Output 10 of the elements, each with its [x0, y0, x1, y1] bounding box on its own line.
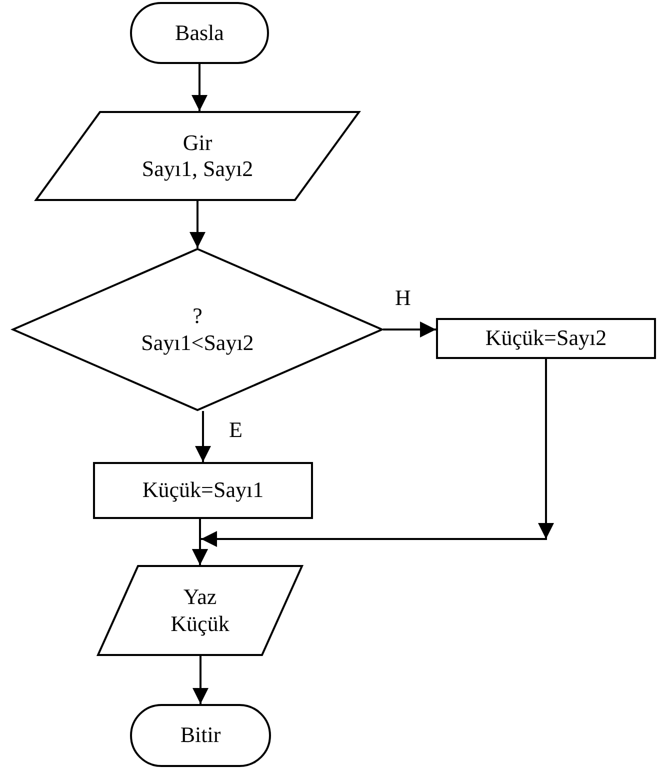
- node-text: Küçük: [170, 610, 230, 637]
- node-text: Sayı1<Sayı2: [141, 330, 254, 356]
- node-text: ?: [192, 303, 202, 330]
- node-text: Basla: [175, 20, 224, 46]
- node-text: Yaz: [183, 584, 217, 610]
- node-text: Sayı1, Sayı2: [142, 156, 254, 182]
- node-text: Gir: [182, 130, 212, 156]
- node-text: Küçük=Sayı2: [485, 325, 607, 352]
- node-text: Bitir: [180, 722, 221, 749]
- node-text: Küçük=Sayı1: [142, 477, 264, 504]
